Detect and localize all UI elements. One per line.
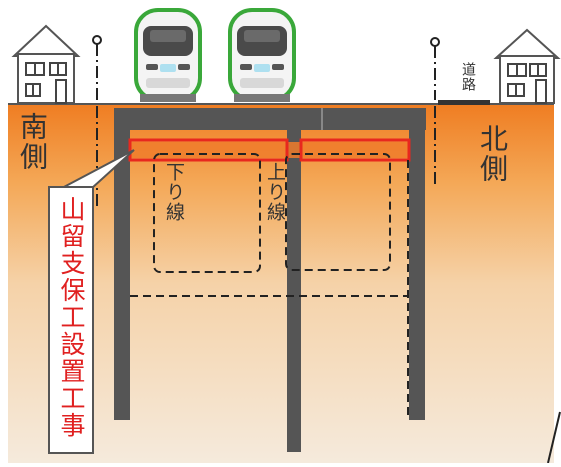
house-icon [11, 24, 81, 104]
up-line-tunnel-outline [285, 153, 391, 271]
strut-highlight-right [299, 138, 411, 162]
road-label: 道路 [460, 62, 476, 92]
signal-icon [92, 35, 102, 210]
road-strip [438, 100, 490, 105]
house-icon [493, 28, 561, 104]
signal-icon [430, 37, 440, 185]
work-name-label: 山留支保工設置工事 [57, 196, 86, 439]
left-pile [114, 130, 130, 420]
up-line-label: 上り線 [264, 162, 286, 222]
deck-slab [114, 108, 426, 130]
work-callout-box: 山留支保工設置工事 [48, 186, 94, 454]
right-pile [409, 130, 425, 420]
strut-highlight-left [128, 138, 289, 162]
strut-band [130, 142, 408, 158]
edge-stroke [547, 411, 561, 464]
center-pile [287, 130, 301, 452]
south-side-label: 南側 [16, 112, 49, 172]
ground [8, 104, 554, 463]
train-icon [228, 8, 296, 102]
train-icon [134, 8, 202, 102]
north-side-label: 北側 [476, 124, 509, 184]
down-line-tunnel-outline [153, 153, 261, 273]
down-line-label: 下り線 [163, 162, 185, 222]
